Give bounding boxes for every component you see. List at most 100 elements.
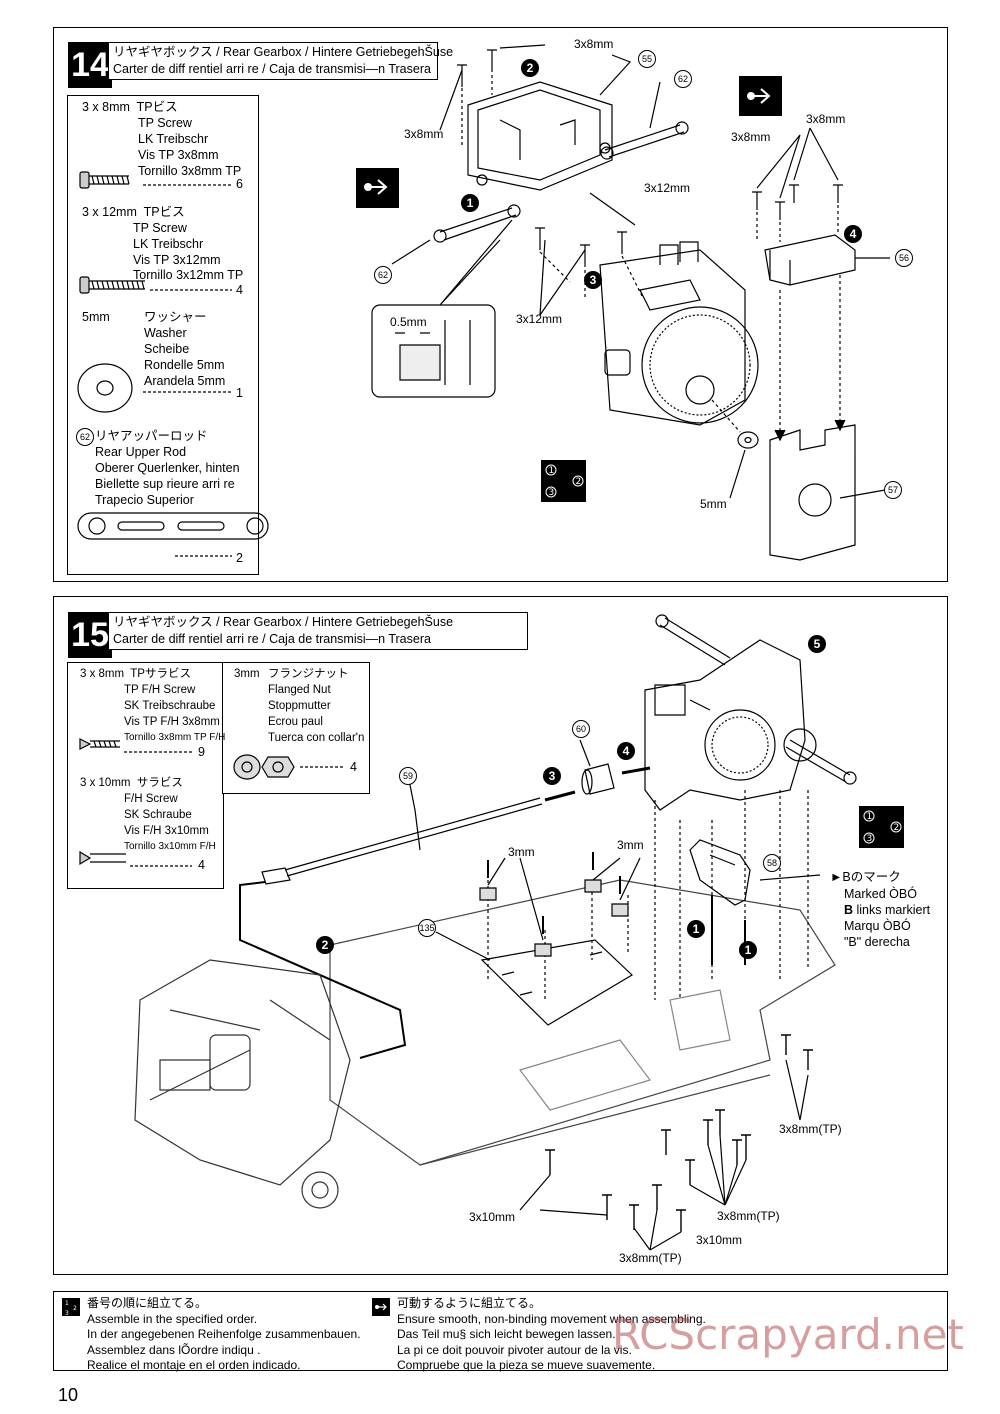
label-3x8tp-right: 3x8mm(TP) [779, 1122, 842, 1136]
footer-order-es: Realice el montaje en el orden indicado. [87, 1358, 301, 1372]
part-fh8-fr: Vis TP F/H 3x8mm [124, 716, 220, 728]
label-3x8-right1: 3x8mm [731, 130, 771, 144]
part-screw8-size: 3 x 8mm TPビス [82, 100, 178, 114]
step-14-title-line1: リヤギヤボックス / Rear Gearbox / Hintere Getrie… [113, 45, 454, 59]
label-b-es: "B" derecha [844, 935, 910, 949]
part-screw12-qty: 4 [236, 283, 243, 297]
step-15-number: 15 [68, 612, 112, 658]
part-screw8-es: Tornillo 3x8mm TP [138, 164, 242, 178]
part-nut-de: Stoppmutter [268, 700, 331, 712]
part-washer-jp: ワッシャー [144, 310, 207, 324]
footer-move-es: Compruebe que la pieza se mueve suavemen… [397, 1358, 656, 1372]
footer-order-fr: Assemblez dans lÕordre indiqu . [87, 1342, 261, 1357]
page-number: 10 [58, 1385, 79, 1405]
part-rod-en: Rear Upper Rod [95, 445, 187, 459]
footer-order-text: 番号の順に組立てる。 Assemble in the specified ord… [87, 1296, 361, 1374]
footer-order-jp: 番号の順に組立てる。 [87, 1296, 208, 1310]
step-14-parts-box [67, 95, 259, 575]
footer-order-de: In der angegebenen Reihenfolge zusammenb… [87, 1327, 361, 1341]
label-3mm-b: 3mm [617, 838, 644, 852]
part-washer-qty: 1 [236, 386, 243, 400]
part-screw8-qty: 6 [236, 177, 243, 191]
part-57-callout: 57 [884, 481, 902, 499]
part-screw12-es: Tornillo 3x12mm TP [133, 268, 244, 282]
label-3x8-top: 3x8mm [574, 37, 614, 51]
svg-text:1: 1 [867, 812, 873, 822]
part-fh8-es: Tornillo 3x8mm TP F/H [124, 732, 226, 743]
part-fh8-size: 3 x 8mm TPサラビス [80, 668, 191, 680]
step-14-title: リヤギヤボックス / Rear Gearbox / Hintere Getrie… [108, 42, 454, 80]
step-15-title-line2: Carter de diff rentiel arri re / Caja de… [113, 632, 431, 646]
part-rod-number: 62 [76, 428, 94, 446]
label-3x8tp-bottom: 3x8mm(TP) [619, 1251, 682, 1265]
label-3x10-left: 3x10mm [469, 1210, 516, 1224]
footer-move-en: Ensure smooth, non-binding movement when… [397, 1311, 706, 1326]
step-15-order-4: 4 [617, 742, 635, 760]
label-3x8-left: 3x8mm [404, 127, 444, 141]
part-60-callout: 60 [572, 720, 590, 738]
part-rod-es: Trapecio Superior [95, 493, 194, 507]
step-15-title: リヤギヤボックス / Rear Gearbox / Hintere Getrie… [108, 612, 528, 650]
part-fh8-en: TP F/H Screw [124, 684, 196, 696]
step-14-order-3: 3 [584, 271, 602, 289]
part-washer-de: Scheibe [144, 342, 190, 356]
label-3x8-right2: 3x8mm [806, 112, 846, 126]
part-washer-fr: Rondelle 5mm [144, 358, 225, 372]
svg-text:3: 3 [867, 834, 873, 844]
label-3x12-bottom: 3x12mm [516, 312, 563, 326]
svg-text:2: 2 [576, 477, 582, 487]
label-3x8tp-mid: 3x8mm(TP) [717, 1209, 780, 1223]
part-rod-qty: 2 [236, 551, 243, 565]
step-14-order-4: 4 [844, 225, 862, 243]
footer-move-fr: La pi ce doit pouvoir pivoter autour de … [397, 1342, 632, 1357]
part-screw12-de: LK Treibschr [133, 237, 204, 251]
part-nut-size: 3mm [234, 668, 260, 680]
part-washer-en: Washer [144, 326, 187, 340]
part-rod-de: Oberer Querlenker, hinten [95, 461, 240, 475]
footer-move-de: Das Teil mu§ sich leicht bewegen lassen. [397, 1327, 616, 1341]
label-b-jp: ►Bのマーク [830, 870, 901, 884]
footer-order-en: Assemble in the specified order. [87, 1311, 258, 1326]
svg-text:2: 2 [73, 1305, 77, 1312]
part-fh10-de: SK Schraube [124, 809, 192, 821]
part-fh8-qty: 9 [198, 745, 205, 759]
label-b-de: B links markiert [844, 903, 931, 917]
part-62-callout-left: 62 [374, 266, 392, 284]
part-screw12-fr: Vis TP 3x12mm [133, 253, 221, 267]
step-14-title-line2: Carter de diff rentiel arri re / Caja de… [113, 62, 431, 76]
part-fh10-qty: 4 [198, 858, 205, 872]
part-62-callout-right: 62 [674, 70, 692, 88]
part-55-callout: 55 [638, 50, 656, 68]
part-screw8-fr: Vis TP 3x8mm [138, 148, 219, 162]
svg-text:1: 1 [65, 1300, 69, 1307]
part-fh10-size: 3 x 10mm サラビス [80, 777, 183, 789]
part-nut-en: Flanged Nut [268, 684, 331, 696]
label-b-en: Marked ÒBÓ [844, 887, 917, 901]
part-rod-jp: リヤアッパーロッド [95, 429, 208, 443]
step-15-order-1b: 1 [739, 941, 757, 959]
footer-legend [53, 1291, 948, 1371]
part-nut-jp: フランジナット [268, 668, 349, 680]
label-3mm-a: 3mm [508, 845, 535, 859]
step-15-title-line1: リヤギヤボックス / Rear Gearbox / Hintere Getrie… [113, 615, 454, 629]
part-washer-size: 5mm [82, 310, 110, 324]
part-135-callout: 135 [418, 919, 436, 937]
label-3x12-top: 3x12mm [644, 181, 691, 195]
label-3x10-mid: 3x10mm [696, 1233, 743, 1247]
step-14-order-1: 1 [461, 194, 479, 212]
part-56-callout: 56 [895, 249, 913, 267]
part-nut-es: Tuerca con collar'n [268, 732, 365, 744]
label-0-5mm: 0.5mm [390, 315, 427, 329]
part-nut-fr: Ecrou paul [268, 716, 323, 728]
part-fh10-en: F/H Screw [124, 793, 178, 805]
part-59-callout: 59 [399, 767, 417, 785]
svg-text:2: 2 [894, 823, 900, 833]
part-washer-es: Arandela 5mm [144, 374, 226, 388]
part-nut-qty: 4 [350, 760, 357, 774]
step-15-order-3: 3 [543, 767, 561, 785]
